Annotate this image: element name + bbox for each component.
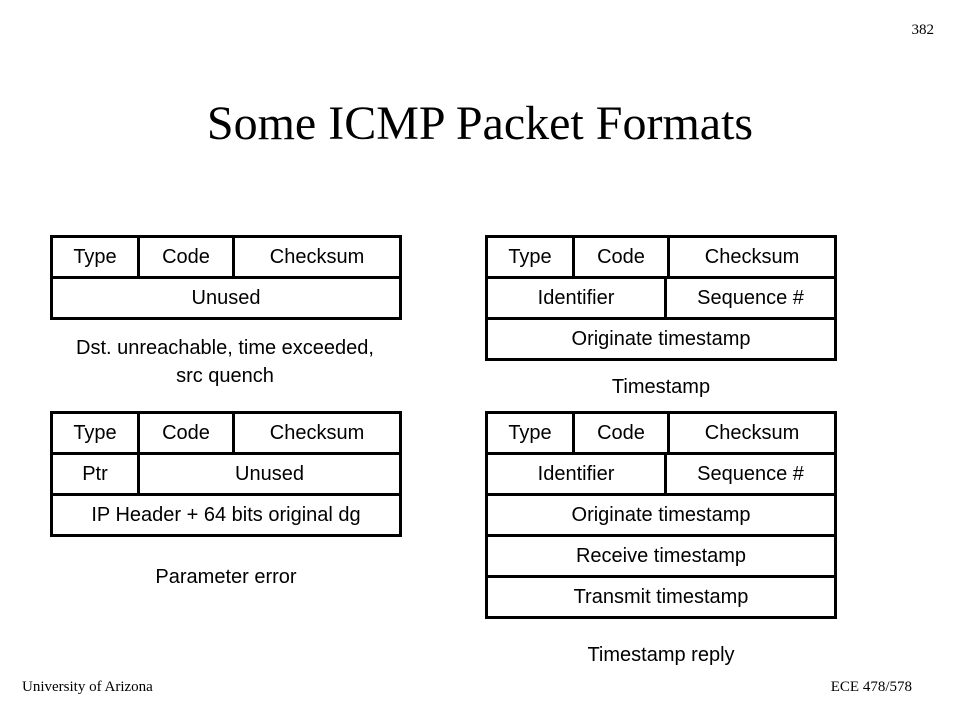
packet-row: IP Header + 64 bits original dg <box>50 496 402 537</box>
caption-line: Timestamp <box>611 376 711 398</box>
field-originate-timestamp: Originate timestamp <box>571 503 751 526</box>
caption-line: Dst. unreachable, time exceeded, <box>76 337 374 359</box>
field-code: Code <box>137 414 232 452</box>
packet-row: Unused <box>50 279 402 320</box>
packet-row: Originate timestamp <box>485 320 837 361</box>
packet-row-header: Type Code Checksum <box>485 235 837 279</box>
caption-timestamp: Timestamp <box>485 373 837 401</box>
caption-dst-unreachable: Dst. unreachable, time exceeded, src que… <box>30 334 420 390</box>
field-checksum: Checksum <box>667 414 834 452</box>
field-type: Type <box>508 421 552 444</box>
field-unused: Unused <box>137 455 399 493</box>
field-ip-header: IP Header + 64 bits original dg <box>91 503 361 526</box>
caption-line: Timestamp reply <box>587 644 735 666</box>
field-identifier: Identifier <box>537 462 615 485</box>
packet-parameter-error: Type Code Checksum Ptr Unused IP Header … <box>50 411 402 537</box>
field-ptr: Ptr <box>82 462 108 485</box>
field-sequence: Sequence # <box>664 279 834 317</box>
field-receive-timestamp: Receive timestamp <box>575 544 747 567</box>
field-identifier: Identifier <box>537 286 615 309</box>
packet-row: Receive timestamp <box>485 537 837 578</box>
packet-row: Originate timestamp <box>485 496 837 537</box>
packet-row: Identifier Sequence # <box>485 455 837 496</box>
packet-row-header: Type Code Checksum <box>50 235 402 279</box>
field-checksum: Checksum <box>667 238 834 276</box>
packet-row: Identifier Sequence # <box>485 279 837 320</box>
packet-row: Transmit timestamp <box>485 578 837 619</box>
footer-course: ECE 478/578 <box>830 679 912 695</box>
slide-title: Some ICMP Packet Formats <box>206 97 754 150</box>
packet-timestamp: Type Code Checksum Identifier Sequence #… <box>485 235 837 361</box>
caption-line: src quench <box>176 365 274 387</box>
field-code: Code <box>572 414 667 452</box>
caption-line: Parameter error <box>155 566 297 588</box>
packet-row: Ptr Unused <box>50 455 402 496</box>
field-type: Type <box>508 245 552 268</box>
field-type: Type <box>73 421 117 444</box>
page-number: 382 <box>911 22 935 38</box>
packet-timestamp-reply: Type Code Checksum Identifier Sequence #… <box>485 411 837 619</box>
field-type: Type <box>73 245 117 268</box>
field-unused: Unused <box>191 286 261 309</box>
field-transmit-timestamp: Transmit timestamp <box>573 585 749 608</box>
field-code: Code <box>137 238 232 276</box>
caption-parameter-error: Parameter error <box>50 563 402 591</box>
footer-university: University of Arizona <box>22 679 153 695</box>
packet-row-header: Type Code Checksum <box>485 411 837 455</box>
field-sequence: Sequence # <box>664 455 834 493</box>
field-originate-timestamp: Originate timestamp <box>571 327 751 350</box>
packet-row-header: Type Code Checksum <box>50 411 402 455</box>
field-checksum: Checksum <box>232 238 399 276</box>
field-code: Code <box>572 238 667 276</box>
caption-timestamp-reply: Timestamp reply <box>485 641 837 669</box>
packet-dst-unreachable: Type Code Checksum Unused <box>50 235 402 320</box>
field-checksum: Checksum <box>232 414 399 452</box>
